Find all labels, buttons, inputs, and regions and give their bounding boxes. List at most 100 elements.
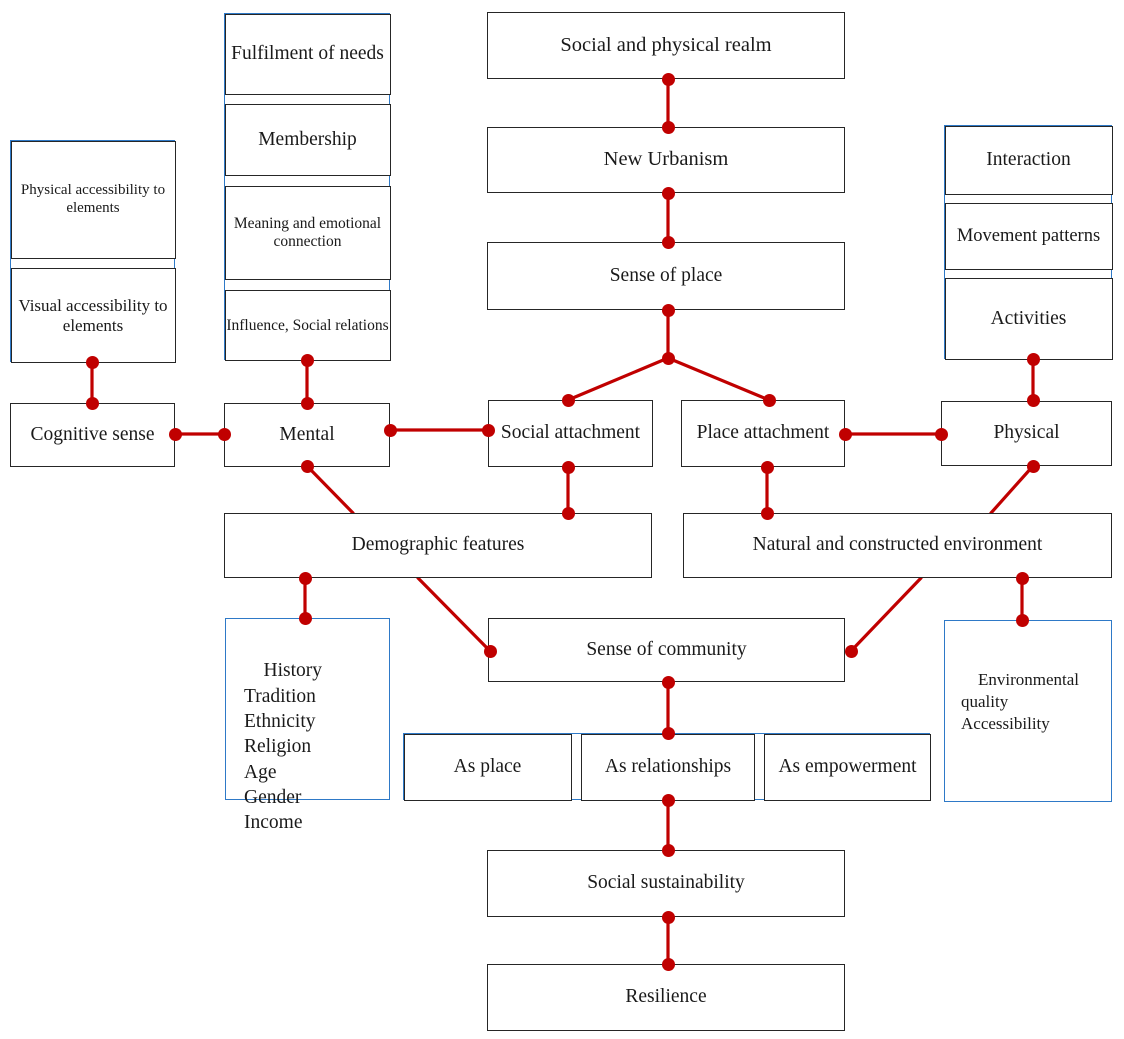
connector-node <box>661 120 675 134</box>
connector-node <box>661 957 675 971</box>
box-new-urbanism[interactable]: New Urbanism <box>487 127 845 193</box>
cell-label: Influence, Social relations <box>226 316 389 334</box>
box-label: New Urbanism <box>603 148 729 171</box>
box-physical[interactable]: Physical <box>941 401 1112 466</box>
connector-node <box>1026 393 1040 407</box>
connector-node <box>298 611 312 625</box>
box-label: Natural and constructed environment <box>752 534 1043 556</box>
environment-attribute-list: Environmental quality Accessibility <box>961 670 1080 734</box>
box-social-and-physical-realm[interactable]: Social and physical realm <box>487 12 845 79</box>
box-label: Sense of place <box>609 264 723 286</box>
group-cell-visual-accessibility[interactable]: Visual accessibility to elements <box>10 268 176 363</box>
group-environment-attributes[interactable]: Environmental quality Accessibility <box>944 620 1112 802</box>
connector-node <box>1015 613 1029 627</box>
group-cell-as-place[interactable]: As place <box>403 733 572 801</box>
link-physical-natural <box>989 464 1035 515</box>
group-cell-interaction[interactable]: Interaction <box>944 125 1113 195</box>
connector-node <box>383 423 397 437</box>
group-community-dimensions[interactable]: As place As relationships As empowerment <box>403 733 931 801</box>
group-cognitive-attributes[interactable]: Physical accessibility to elements Visua… <box>10 140 176 363</box>
connector-node <box>300 353 314 367</box>
cell-label: Activities <box>990 307 1067 329</box>
link-junction-place-att <box>666 356 771 402</box>
connector-node <box>661 843 675 857</box>
connector-node <box>1026 459 1040 473</box>
group-cell-activities[interactable]: Activities <box>944 278 1113 360</box>
connector-node <box>661 186 675 200</box>
connector-node <box>661 910 675 924</box>
box-sense-of-community[interactable]: Sense of community <box>488 618 845 682</box>
link-demographic-community <box>416 576 492 653</box>
connector-node <box>760 506 774 520</box>
cell-label: Visual accessibility to elements <box>18 295 168 335</box>
connector-node <box>300 396 314 410</box>
connector-node <box>85 396 99 410</box>
connector-node <box>844 644 858 658</box>
link-junction-social <box>566 356 670 402</box>
connector-node <box>661 235 675 249</box>
connector-node <box>561 506 575 520</box>
box-label: Physical <box>993 422 1060 444</box>
group-cell-fulfilment-of-needs[interactable]: Fulfilment of needs <box>224 13 391 95</box>
box-resilience[interactable]: Resilience <box>487 964 845 1031</box>
box-label: Demographic features <box>351 534 525 556</box>
connector-node <box>934 427 948 441</box>
box-label: Social attachment <box>500 422 641 444</box>
box-label: Place attachment <box>696 422 830 444</box>
connector-node <box>1026 352 1040 366</box>
box-label: Sense of community <box>586 638 747 660</box>
connector-node <box>661 675 675 689</box>
box-label: Social sustainability <box>587 872 745 894</box>
connector-node <box>838 427 852 441</box>
cell-label: Physical accessibility to elements <box>20 182 166 216</box>
group-cell-as-relationships[interactable]: As relationships <box>581 733 755 801</box>
box-sense-of-place[interactable]: Sense of place <box>487 242 845 310</box>
box-label: Social and physical realm <box>560 33 772 56</box>
link-natural-community <box>849 576 923 653</box>
group-cell-influence-social-relations[interactable]: Influence, Social relations <box>224 290 391 361</box>
box-label: Resilience <box>625 986 707 1008</box>
connector-node <box>300 459 314 473</box>
connector-node <box>661 303 675 317</box>
cell-label: As empowerment <box>778 755 917 777</box>
cell-label: Membership <box>258 128 357 150</box>
connector-node <box>561 393 575 407</box>
connector-node-junction <box>661 351 675 365</box>
box-social-attachment[interactable]: Social attachment <box>488 400 653 467</box>
group-physical-attributes[interactable]: Interaction Movement patterns Activities <box>944 125 1113 360</box>
connector-node <box>561 460 575 474</box>
cell-label: As relationships <box>604 755 732 777</box>
connector-node <box>217 427 231 441</box>
connector-node <box>85 355 99 369</box>
group-cell-physical-accessibility[interactable]: Physical accessibility to elements <box>10 140 176 259</box>
cell-label: Interaction <box>986 148 1071 170</box>
box-label: Mental <box>279 423 335 445</box>
link-mental-demographic <box>305 464 355 515</box>
box-cognitive-sense[interactable]: Cognitive sense <box>10 403 175 467</box>
cell-label: Fulfilment of needs <box>231 42 384 64</box>
group-cell-as-empowerment[interactable]: As empowerment <box>764 733 931 801</box>
cell-label: As place <box>453 755 522 777</box>
demographic-attribute-list: History Tradition Ethnicity Religion Age… <box>244 660 322 834</box>
box-demographic-features[interactable]: Demographic features <box>224 513 652 578</box>
connector-node <box>661 726 675 740</box>
box-mental[interactable]: Mental <box>224 403 390 467</box>
connector-node <box>298 571 312 585</box>
group-cell-movement-patterns[interactable]: Movement patterns <box>944 203 1113 270</box>
box-natural-and-constructed-environment[interactable]: Natural and constructed environment <box>683 513 1112 578</box>
group-cell-meaning-emotional-connection[interactable]: Meaning and emotional connection <box>224 186 391 280</box>
connector-node <box>1015 571 1029 585</box>
box-social-sustainability[interactable]: Social sustainability <box>487 850 845 917</box>
group-cell-membership[interactable]: Membership <box>224 104 391 176</box>
connector-node <box>481 423 495 437</box>
connector-node <box>483 644 497 658</box>
connector-node <box>661 793 675 807</box>
cell-label: Movement patterns <box>956 225 1101 246</box>
connector-node <box>661 72 675 86</box>
group-demographic-attributes[interactable]: History Tradition Ethnicity Religion Age… <box>225 618 390 833</box>
box-place-attachment[interactable]: Place attachment <box>681 400 845 467</box>
box-label: Cognitive sense <box>30 423 155 445</box>
group-mental-attributes[interactable]: Fulfilment of needs Membership Meaning a… <box>224 13 391 361</box>
connector-node <box>760 460 774 474</box>
